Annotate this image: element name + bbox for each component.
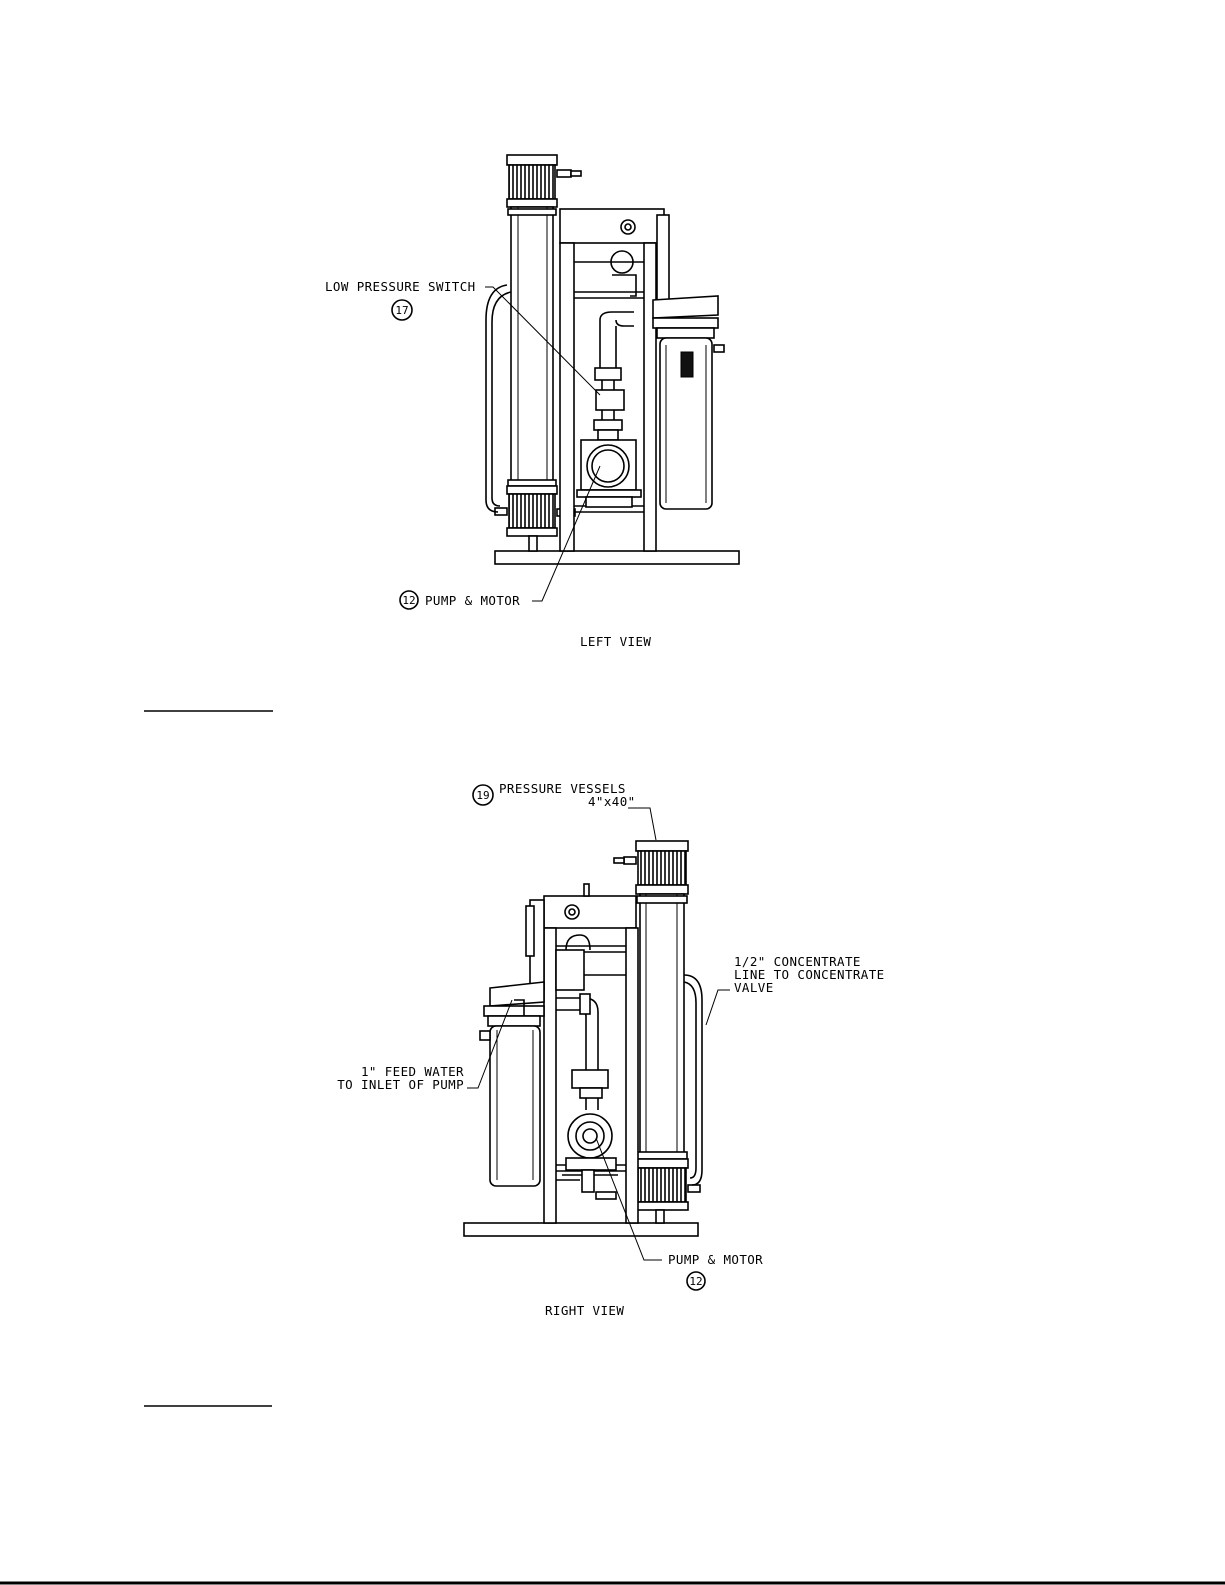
- feed-water-text-2: TO INLET OF PUMP: [337, 1077, 464, 1092]
- callout-low-pressure-switch: LOW PRESSURE SWITCH 17: [325, 279, 600, 395]
- low-pressure-switch-number: 17: [395, 304, 408, 317]
- base-plate: [495, 551, 739, 564]
- feed-piping: [594, 251, 636, 440]
- right-view-caption: RIGHT VIEW: [545, 1303, 624, 1318]
- base-plate: [464, 1223, 698, 1236]
- right-view: 19 PRESSURE VESSELS 4"x40": [337, 781, 884, 1318]
- left-view: LOW PRESSURE SWITCH 17 12 PUMP & MOTOR L…: [325, 155, 739, 649]
- low-pressure-switch: [596, 390, 624, 410]
- filter-housing: [653, 215, 724, 509]
- feed-piping: [556, 994, 608, 1110]
- filter-housing: [480, 900, 544, 1186]
- pressure-vessels-number: 19: [476, 789, 489, 802]
- low-pressure-switch-label: LOW PRESSURE SWITCH: [325, 279, 476, 294]
- pressure-vessels-size: 4"x40": [588, 794, 636, 809]
- left-view-caption: LEFT VIEW: [580, 634, 651, 649]
- pump-motor-label: PUMP & MOTOR: [668, 1252, 763, 1267]
- callout-concentrate-line: 1/2" CONCENTRATE LINE TO CONCENTRATE VAL…: [706, 954, 885, 1025]
- pump-motor-number: 12: [689, 1275, 702, 1288]
- callout-pressure-vessels: 19 PRESSURE VESSELS 4"x40": [473, 781, 656, 840]
- pump-motor: [556, 1114, 618, 1199]
- pump-motor-number: 12: [402, 594, 415, 607]
- concentrate-line-text-3: VALVE: [734, 980, 774, 995]
- pump-motor-label: PUMP & MOTOR: [425, 593, 520, 608]
